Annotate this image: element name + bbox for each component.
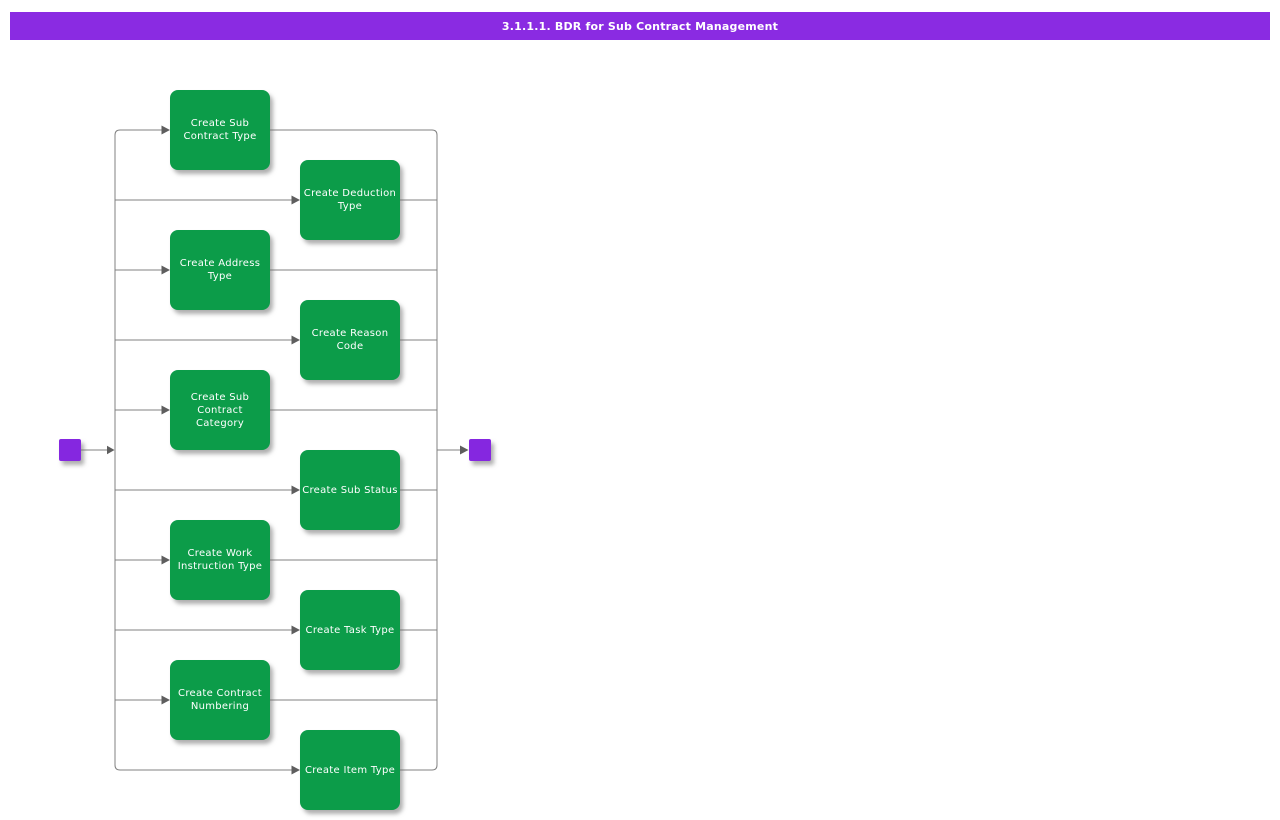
arrowheads [107, 125, 469, 775]
node-create-task-type[interactable]: Create Task Type [300, 590, 400, 670]
node-create-sub-contract-category[interactable]: Create Sub Contract Category [170, 370, 270, 450]
node-label: Create Sub Contract Category [190, 391, 250, 429]
node-label: Create Deduction Type [303, 188, 397, 212]
diagram-title-bar: 3.1.1.1. BDR for Sub Contract Management [10, 12, 1270, 40]
node-create-work-instruction-type[interactable]: Create Work Instruction Type [170, 520, 270, 600]
node-label: Create Task Type [305, 624, 395, 636]
diagram-title: 3.1.1.1. BDR for Sub Contract Management [501, 19, 779, 33]
node-create-sub-status[interactable]: Create Sub Status [300, 450, 400, 530]
node-create-deduction-type[interactable]: Create Deduction Type [300, 160, 400, 240]
fork-join-edges [81, 129, 461, 771]
node-label: Create Item Type [304, 764, 396, 776]
node-label: Create Address Type [179, 258, 261, 282]
node-label: Create Contract Numbering [178, 688, 262, 712]
start-node[interactable] [59, 439, 81, 461]
node-create-sub-contract-type[interactable]: Create Sub Contract Type [170, 90, 270, 170]
end-node[interactable] [469, 439, 491, 461]
node-create-contract-numbering[interactable]: Create Contract Numbering [170, 660, 270, 740]
node-label: Create Sub Status [302, 484, 398, 496]
node-label: Create Sub Contract Type [183, 118, 257, 142]
node-create-address-type[interactable]: Create Address Type [170, 230, 270, 310]
node-label: Create Work Instruction Type [177, 548, 263, 572]
node-create-item-type[interactable]: Create Item Type [300, 730, 400, 810]
node-label: Create Reason Code [311, 328, 389, 352]
node-create-reason-code[interactable]: Create Reason Code [300, 300, 400, 380]
